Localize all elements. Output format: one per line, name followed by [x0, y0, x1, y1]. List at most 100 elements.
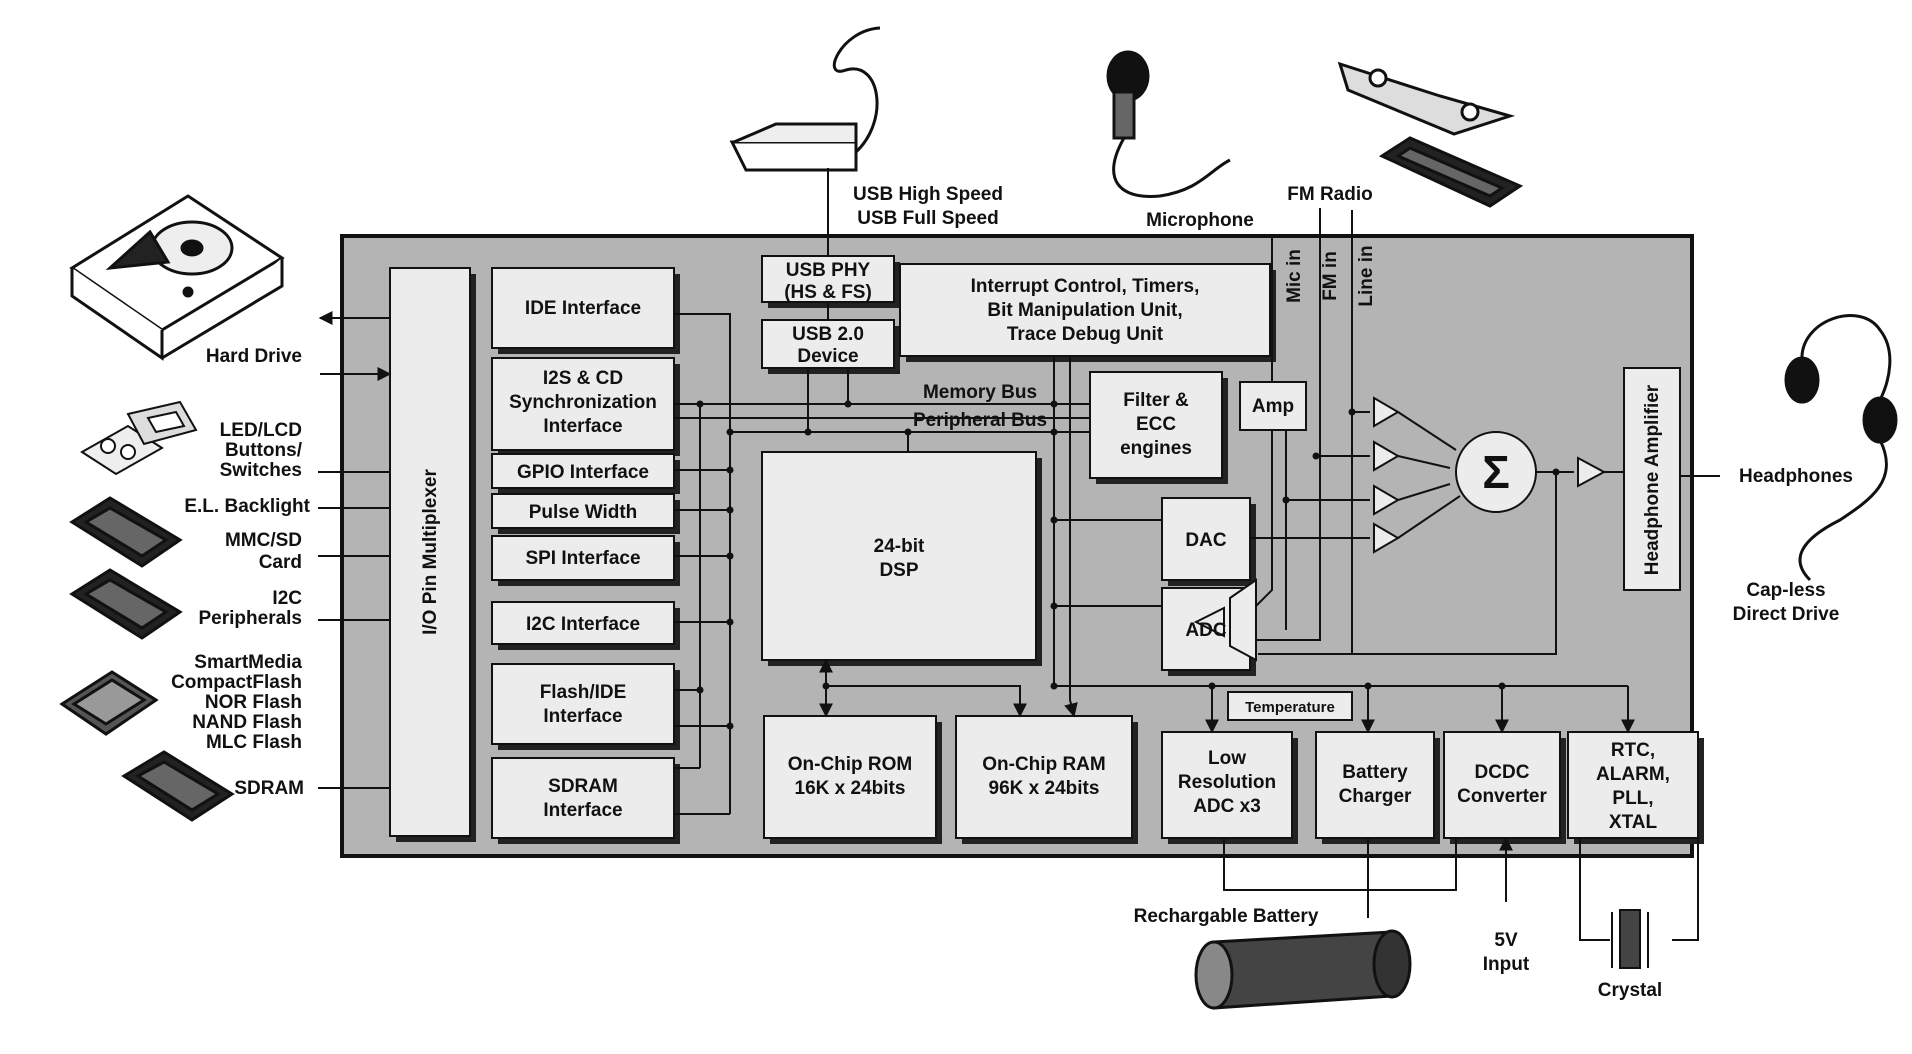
- gpio-interface-block: [491, 453, 675, 489]
- hp-amp-label: Headphone Amplifier: [1642, 384, 1663, 575]
- dcdc-label-2: Converter: [1457, 786, 1547, 807]
- ram-block: [955, 715, 1133, 839]
- junction-dots: [696, 400, 1560, 730]
- dac-block: [1161, 497, 1251, 581]
- charger-label-1: Battery: [1342, 762, 1408, 783]
- rom-label-2: 16K x 24bits: [795, 778, 906, 799]
- smartmedia-label: SmartMedia: [194, 652, 302, 673]
- dsp-block: [761, 451, 1037, 661]
- sigma-mixer: [1455, 431, 1537, 513]
- flash-ide-interface-block: [491, 663, 675, 745]
- fm-radio-label: FM Radio: [1287, 184, 1373, 205]
- ram-label-1: On-Chip RAM: [982, 754, 1105, 775]
- pwm-label: Pulse Width: [529, 502, 638, 523]
- filter-label-3: engines: [1120, 438, 1192, 459]
- battery-icon: [1194, 929, 1412, 1010]
- sdram-interface-block: [491, 757, 675, 839]
- capless-label: Cap-less: [1746, 580, 1825, 601]
- dac-label: DAC: [1185, 530, 1226, 551]
- io-pin-multiplexer-block: [389, 267, 471, 837]
- compactflash-label: CompactFlash: [171, 672, 302, 693]
- io-mux-label: I/O Pin Multiplexer: [420, 469, 441, 635]
- sdram-if-label-2: Interface: [543, 800, 622, 821]
- spi-label: SPI Interface: [525, 548, 640, 569]
- nor-flash-label: NOR Flash: [205, 692, 302, 713]
- buttons-label: Buttons/: [225, 440, 303, 461]
- battery-label: Rechargable Battery: [1134, 906, 1319, 927]
- hard-drive-label: Hard Drive: [206, 346, 302, 367]
- sdram-label: SDRAM: [234, 778, 304, 799]
- usb-phy-label-1: USB PHY: [786, 260, 871, 281]
- ram-label-2: 96K x 24bits: [989, 778, 1100, 799]
- microphone-label: Microphone: [1146, 210, 1254, 231]
- fm-in-label: FM in: [1320, 251, 1341, 301]
- i2c-interface-label: I2C Interface: [526, 614, 640, 635]
- usb-high-speed-label: USB High Speed: [853, 184, 1003, 205]
- headphone-amplifier-block: [1623, 367, 1681, 591]
- pulse-width-block: [491, 493, 675, 529]
- rtc-label-2: ALARM,: [1596, 764, 1670, 785]
- headphones-icon: [1784, 314, 1898, 582]
- lowres-label-2: Resolution: [1178, 772, 1276, 793]
- mlc-flash-label: MLC Flash: [206, 732, 302, 753]
- sdram-chip-icon: [121, 750, 235, 822]
- hard-drive-icon: [69, 194, 285, 361]
- crystal-label: Crystal: [1598, 980, 1662, 1001]
- memory-bus-label: Memory Bus: [923, 382, 1037, 403]
- sigma-label: Σ: [1482, 446, 1510, 498]
- usb-phy-label-2: (HS & FS): [784, 282, 872, 303]
- usb-dev-label-2: Device: [797, 346, 858, 367]
- i2s-label-1: I2S & CD: [543, 368, 623, 389]
- amp-block: [1239, 381, 1307, 431]
- input-label: Input: [1483, 954, 1530, 975]
- filter-ecc-block: [1089, 371, 1223, 479]
- crystal-icon: [1611, 909, 1649, 969]
- led-lcd-buttons-icon: [80, 400, 198, 476]
- mmc-sd-chip-icon: [69, 568, 183, 640]
- peripheral-bus-label: Peripheral Bus: [913, 410, 1047, 431]
- dsp-label-1: 24-bit: [874, 536, 925, 557]
- rom-label-1: On-Chip ROM: [788, 754, 913, 775]
- nand-flash-label: NAND Flash: [192, 712, 302, 733]
- dcdc-converter-block: [1443, 731, 1561, 839]
- switches-label: Switches: [220, 460, 302, 481]
- ide-interface-block: [491, 267, 675, 349]
- interrupt-label-3: Trace Debug Unit: [1007, 324, 1164, 345]
- interrupt-label-1: Interrupt Control, Timers,: [971, 276, 1200, 297]
- headphones-label: Headphones: [1739, 466, 1853, 487]
- rtc-label-4: XTAL: [1609, 812, 1658, 833]
- fm-radio-icon: [1337, 61, 1524, 208]
- filter-label-2: ECC: [1136, 414, 1176, 435]
- temperature-label: Temperature: [1245, 699, 1335, 716]
- peripherals-label: Peripherals: [199, 608, 303, 629]
- i2c-label: I2C: [272, 588, 302, 609]
- rtc-label-3: PLL,: [1612, 788, 1653, 809]
- microphone-icon: [1106, 50, 1231, 198]
- battery-charger-block: [1315, 731, 1435, 839]
- dsp-label-2: DSP: [879, 560, 918, 581]
- filter-label-1: Filter &: [1123, 390, 1189, 411]
- line-in-label: Line in: [1356, 245, 1377, 306]
- mic-in-label: Mic in: [1284, 249, 1305, 303]
- flash-ide-label-1: Flash/IDE: [540, 682, 627, 703]
- i2s-label-2: Synchronization: [509, 392, 657, 413]
- amp-triangles: [1193, 396, 1607, 662]
- five-v-label: 5V: [1494, 930, 1518, 951]
- mmc-sd-label: MMC/SD: [225, 530, 302, 551]
- usb-full-speed-label: USB Full Speed: [857, 208, 998, 229]
- gpio-label: GPIO Interface: [517, 462, 649, 483]
- adc-label: ADC: [1185, 620, 1226, 641]
- charger-label-2: Charger: [1339, 786, 1412, 807]
- interrupt-label-2: Bit Manipulation Unit,: [987, 300, 1182, 321]
- rom-block: [763, 715, 937, 839]
- lowres-adc-block: [1161, 731, 1293, 839]
- wires: [318, 168, 1720, 941]
- ide-interface-label: IDE Interface: [525, 298, 641, 319]
- dcdc-label-1: DCDC: [1475, 762, 1530, 783]
- sdram-if-label-1: SDRAM: [548, 776, 618, 797]
- usb-plug-icon: [729, 26, 881, 172]
- temperature-block: [1227, 691, 1353, 721]
- rtc-label-1: RTC,: [1611, 740, 1655, 761]
- interrupt-control-block: [899, 263, 1271, 357]
